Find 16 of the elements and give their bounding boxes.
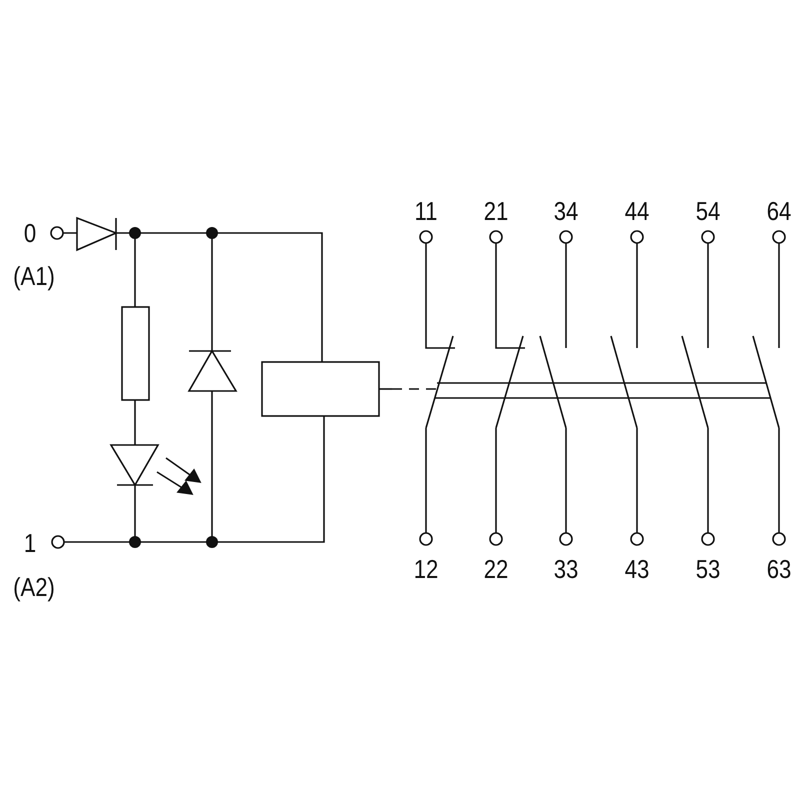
terminal-label: 63 — [766, 555, 792, 583]
terminal-label: 43 — [624, 555, 650, 583]
terminal-label: 54 — [696, 197, 720, 225]
terminal-label: (A1) — [13, 262, 55, 290]
terminal-label: 1 — [24, 529, 36, 557]
terminal-label: 21 — [484, 197, 508, 225]
terminal-label: 53 — [696, 555, 720, 583]
terminal-label: 22 — [484, 555, 508, 583]
terminal-label: 33 — [554, 555, 578, 583]
terminal-label: 11 — [414, 197, 438, 225]
terminal-label: (A2) — [13, 573, 55, 601]
terminal-label: 12 — [414, 555, 438, 583]
terminal-label: 0 — [24, 219, 36, 247]
terminal-label: 34 — [554, 197, 578, 225]
terminal-label: 44 — [624, 197, 650, 225]
terminal-label: 64 — [766, 197, 792, 225]
